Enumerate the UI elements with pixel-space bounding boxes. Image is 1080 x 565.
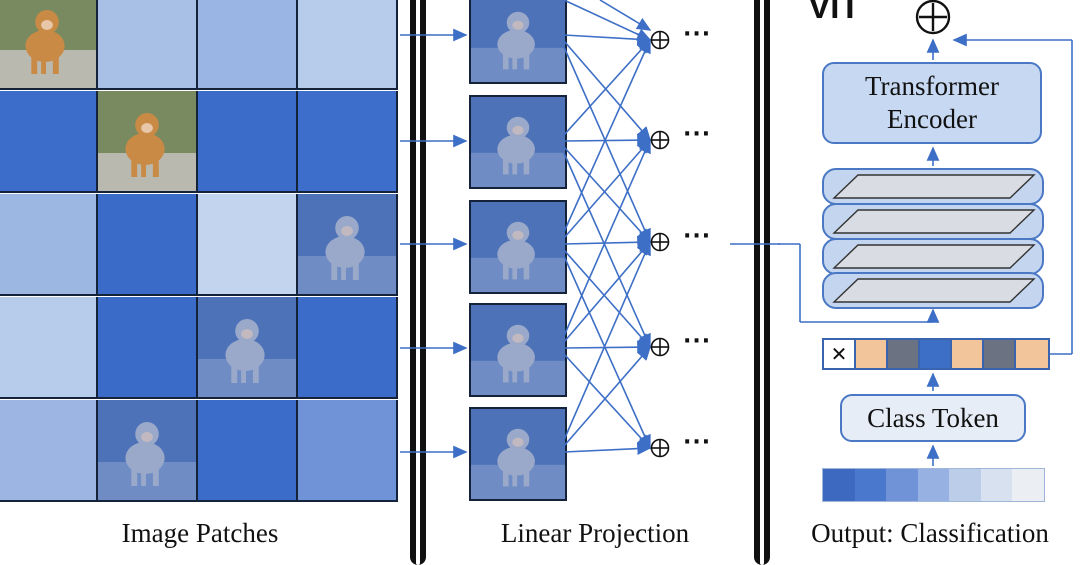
image-patch: [198, 400, 298, 502]
image-patch: [0, 91, 98, 193]
projection-to-sum-arrow: [563, 240, 651, 441]
embedding-gradient-bar: [822, 468, 1045, 502]
token-cell: [856, 340, 888, 368]
projected-patch: [469, 95, 567, 189]
encoder-label-line1: Transformer: [865, 71, 999, 101]
image-patch: [0, 400, 98, 502]
vit-title: ViT: [808, 0, 861, 26]
projection-to-sum-arrow: [563, 38, 652, 136]
embedding-cell: [886, 469, 918, 501]
panel-divider-right-inner: [760, 0, 764, 565]
projection-to-sum-arrow: [563, 146, 652, 244]
encoder-label-line2: Encoder: [887, 104, 977, 134]
token-sequence: ✕: [822, 338, 1050, 370]
image-patch-monkey: [98, 91, 198, 193]
image-patch-monkey: [198, 297, 298, 399]
embedding-cell: [949, 469, 981, 501]
projection-to-sum-arrow: [599, 0, 652, 31]
projected-patch: [469, 0, 567, 84]
image-patch: [0, 297, 98, 399]
projection-to-sum-arrow: [563, 32, 652, 46]
circled-plus-icon: [650, 438, 670, 458]
image-patch-monkey: [298, 194, 398, 296]
image-patch-monkey: [0, 0, 98, 90]
image-patch: [298, 297, 398, 399]
projection-to-sum-arrow: [563, 235, 652, 249]
class-token-box: Class Token: [840, 394, 1026, 442]
circled-plus-icon: [650, 130, 670, 150]
image-patch: [98, 194, 198, 296]
projected-patch: [469, 407, 567, 501]
image-patch: [0, 194, 98, 296]
image-patch-monkey: [98, 400, 198, 502]
image-patch: [298, 0, 398, 90]
ellipsis-label: ···: [683, 329, 712, 354]
circled-plus-icon: [650, 30, 670, 50]
projection-to-sum-arrow: [563, 138, 651, 337]
projection-to-sum-arrow: [563, 38, 651, 233]
output-plus-icon: [914, 0, 952, 36]
image-patches-label: Image Patches: [121, 518, 279, 548]
projection-to-sum-arrow: [563, 138, 652, 239]
class-token-label: Class Token: [867, 402, 999, 433]
layer-parallelogram: [832, 174, 1036, 199]
projection-to-sum-arrow: [563, 46, 651, 244]
linear-projection-label: Linear Projection: [500, 518, 690, 548]
projection-to-sum-arrow: [563, 133, 652, 147]
ellipsis-label: ···: [683, 224, 712, 249]
class-token-placeholder-icon: ✕: [824, 340, 856, 368]
projection-to-sum-arrow: [563, 0, 652, 41]
projection-to-sum-arrow: [563, 249, 652, 349]
layer-parallelogram: [832, 209, 1036, 234]
output-classification-label: Output: Classification: [811, 518, 1049, 548]
projection-to-sum-arrow: [563, 353, 652, 450]
projection-to-sum-arrow: [563, 255, 651, 450]
projection-to-sum-arrow: [563, 442, 652, 455]
projection-to-sum-arrow: [563, 345, 652, 447]
projection-to-sum-arrow: [563, 240, 652, 343]
circled-plus-icon: [650, 337, 670, 357]
panel-divider-left-inner: [416, 0, 420, 565]
transformer-encoder-box: Transformer Encoder: [822, 62, 1042, 144]
token-cell: [952, 340, 984, 368]
projected-patch: [469, 303, 567, 397]
ellipsis-label: ···: [683, 122, 712, 147]
ellipsis-label: ···: [683, 22, 712, 47]
image-patch: [98, 297, 198, 399]
token-cell: [920, 340, 952, 368]
embedding-cell: [917, 469, 949, 501]
projection-to-sum-arrow: [563, 40, 652, 142]
projected-patch: [469, 200, 567, 294]
embedding-cell: [823, 469, 855, 501]
image-patch: [198, 91, 298, 193]
layer-parallelogram: [832, 244, 1036, 269]
image-patch: [298, 400, 398, 502]
projection-to-sum-arrow: [563, 340, 652, 354]
layer-parallelogram: [832, 278, 1036, 303]
image-patch: [198, 194, 298, 296]
image-patch: [298, 91, 398, 193]
image-patch: [198, 0, 298, 90]
ellipsis-label: ···: [683, 430, 712, 455]
embedding-cell: [854, 469, 886, 501]
image-patch: [98, 0, 198, 90]
embedding-cell: [1012, 469, 1044, 501]
token-cell: [1016, 340, 1048, 368]
embedding-cell: [980, 469, 1012, 501]
projection-to-sum-arrow: [563, 152, 651, 349]
token-cell: [888, 340, 920, 368]
token-cell: [984, 340, 1016, 368]
circled-plus-icon: [650, 232, 670, 252]
